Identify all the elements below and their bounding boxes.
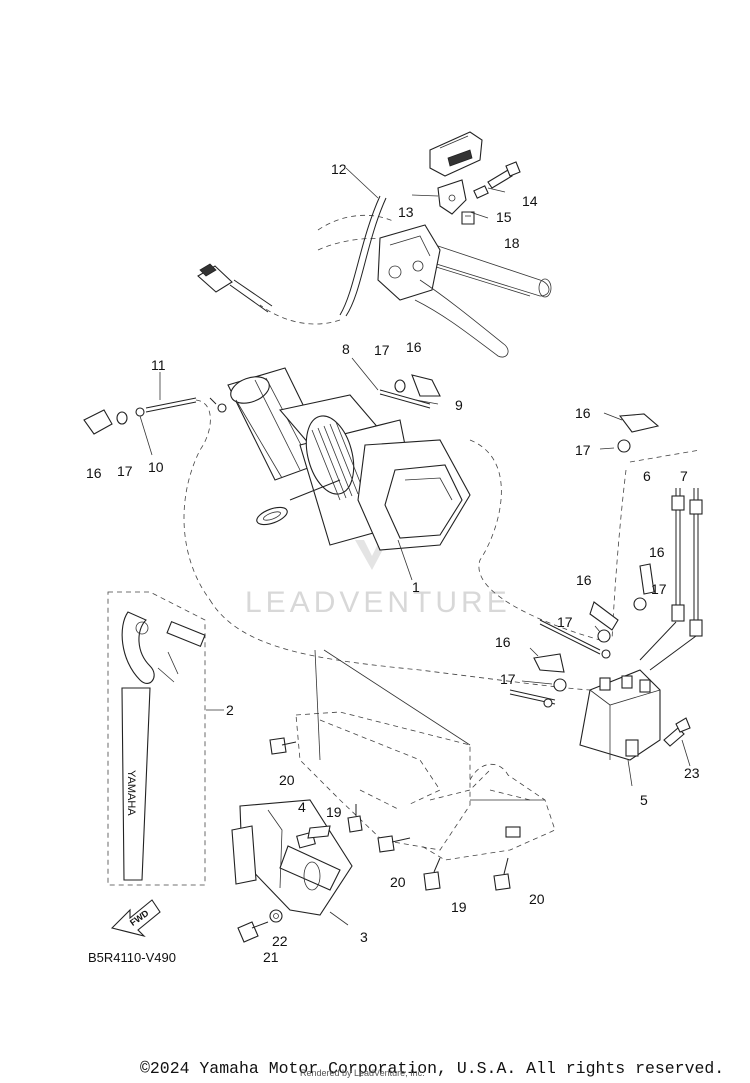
solenoid-contactor [579, 669, 691, 761]
callout-12: 12 [331, 161, 347, 177]
callout-11: 11 [151, 357, 166, 373]
callout-17-mid: 17 [557, 614, 573, 630]
callout-2: 2 [226, 702, 234, 718]
callout-19-lower: 19 [451, 899, 467, 915]
callout-16-right-top: 16 [575, 405, 591, 421]
callout-19-upper: 19 [326, 804, 342, 820]
callout-23: 23 [684, 765, 700, 781]
terminal-caps [83, 374, 660, 692]
copyright-notice: ©2024 Yamaha Motor Corporation, U.S.A. A… [140, 1059, 725, 1078]
callout-17-right-mid: 17 [651, 581, 667, 597]
callout-10: 10 [148, 459, 164, 475]
callout-3: 3 [360, 929, 368, 945]
diagram-part-code: B5R4110-V490 [88, 950, 176, 965]
cable-11 [135, 397, 211, 601]
callout-20-mid: 20 [390, 874, 406, 890]
callout-16-lower: 16 [495, 634, 511, 650]
callout-18: 18 [504, 235, 520, 251]
fwd-arrow-icon: FWD [110, 899, 161, 938]
callout-5: 5 [640, 792, 648, 808]
callout-8: 8 [342, 341, 350, 357]
fasteners [237, 737, 511, 943]
callout-14: 14 [522, 193, 538, 209]
callout-16: 16 [406, 339, 422, 355]
callout-16-right-mid: 16 [649, 544, 665, 560]
callout-9: 9 [455, 397, 463, 413]
yamaha-strap-text: YAMAHA [125, 770, 137, 816]
callout-7: 7 [680, 468, 688, 484]
winch-assembly [209, 367, 471, 551]
callout-13: 13 [398, 204, 414, 220]
mount-plate [295, 711, 556, 861]
callout-20-left: 20 [279, 772, 295, 788]
roller-fairlead [231, 799, 353, 916]
callout-6: 6 [643, 468, 651, 484]
callout-16-mid: 16 [576, 572, 592, 588]
callout-labels: 12 14 13 15 18 8 17 16 9 11 16 17 10 16 … [86, 161, 700, 965]
callout-1: 1 [412, 579, 420, 595]
callout-20-right: 20 [529, 891, 545, 907]
callout-22: 22 [272, 933, 288, 949]
wiring-harness [209, 439, 703, 708]
clevis-strap-box: YAMAHA [107, 591, 206, 886]
watermark-text: LEADVENTURE [245, 586, 511, 619]
rendered-by-note: Rendered by LeadVenture, Inc. [300, 1068, 425, 1078]
callout-16-left: 16 [86, 465, 102, 481]
callout-15: 15 [496, 209, 512, 225]
callout-21: 21 [263, 949, 279, 965]
callout-17-right-top: 17 [575, 442, 591, 458]
callout-17: 17 [374, 342, 390, 358]
callout-17-lower: 17 [500, 671, 516, 687]
leadventure-watermark: LEADVENTURE [245, 540, 511, 619]
callout-4: 4 [298, 799, 306, 815]
callout-17-left: 17 [117, 463, 133, 479]
leader-lines [139, 187, 691, 926]
handlebar-switch-assembly [197, 131, 552, 358]
